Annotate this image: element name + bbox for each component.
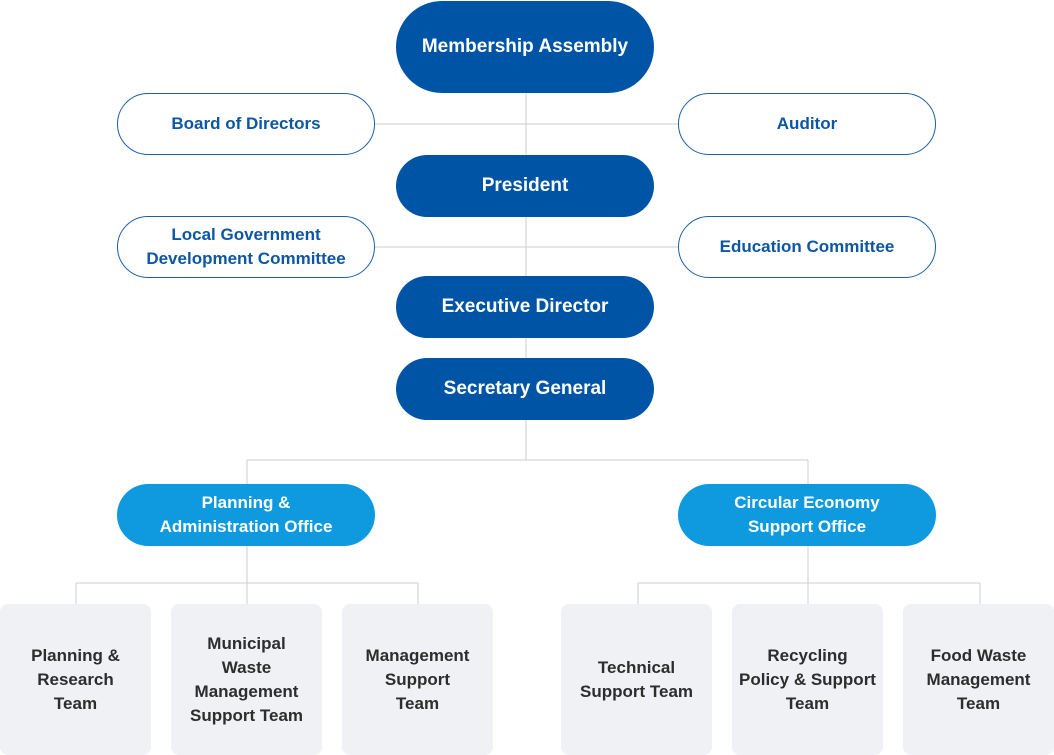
planning-administration-office-label: Planning & Administration Office xyxy=(159,493,333,536)
executive-director-label: Executive Director xyxy=(441,296,609,317)
planning-research-team-label: Planning & Research Team xyxy=(31,645,120,713)
board-of-directors-label: Board of Directors xyxy=(171,114,321,133)
recycling-policy-team-node: Recycling Policy & Support Team xyxy=(732,604,883,755)
membership-assembly-label: Membership Assembly xyxy=(421,36,629,57)
executive-director-node: Executive Director xyxy=(396,276,654,338)
local-government-committee-node: Local Government Development Committee xyxy=(117,216,375,278)
education-committee-label: Education Committee xyxy=(719,237,895,256)
president-label: President xyxy=(481,175,569,196)
food-waste-team-label: Food Waste Management Team xyxy=(926,645,1031,713)
circular-economy-office-node: Circular Economy Support Office xyxy=(678,484,936,546)
food-waste-team-node: Food Waste Management Team xyxy=(903,604,1054,755)
recycling-policy-team-label: Recycling Policy & Support Team xyxy=(739,645,876,713)
president-node: President xyxy=(396,155,654,217)
planning-research-team-node: Planning & Research Team xyxy=(0,604,151,755)
membership-assembly-node: Membership Assembly xyxy=(396,1,654,93)
municipal-waste-team-node: Municipal Waste Management Support Team xyxy=(171,604,322,755)
auditor-node: Auditor xyxy=(678,93,936,155)
municipal-waste-team-label: Municipal Waste Management Support Team xyxy=(189,633,304,725)
technical-support-team-node: Technical Support Team xyxy=(561,604,712,755)
secretary-general-node: Secretary General xyxy=(396,358,654,420)
circular-economy-office-label: Circular Economy Support Office xyxy=(734,493,880,536)
technical-support-team-label: Technical Support Team xyxy=(579,657,694,701)
auditor-label: Auditor xyxy=(776,114,838,133)
board-of-directors-node: Board of Directors xyxy=(117,93,375,155)
management-support-team-label: Management Support Team xyxy=(365,645,470,713)
education-committee-node: Education Committee xyxy=(678,216,936,278)
secretary-general-label: Secretary General xyxy=(443,378,607,399)
management-support-team-node: Management Support Team xyxy=(342,604,493,755)
local-government-committee-label: Local Government Development Committee xyxy=(146,225,346,268)
planning-administration-office-node: Planning & Administration Office xyxy=(117,484,375,546)
